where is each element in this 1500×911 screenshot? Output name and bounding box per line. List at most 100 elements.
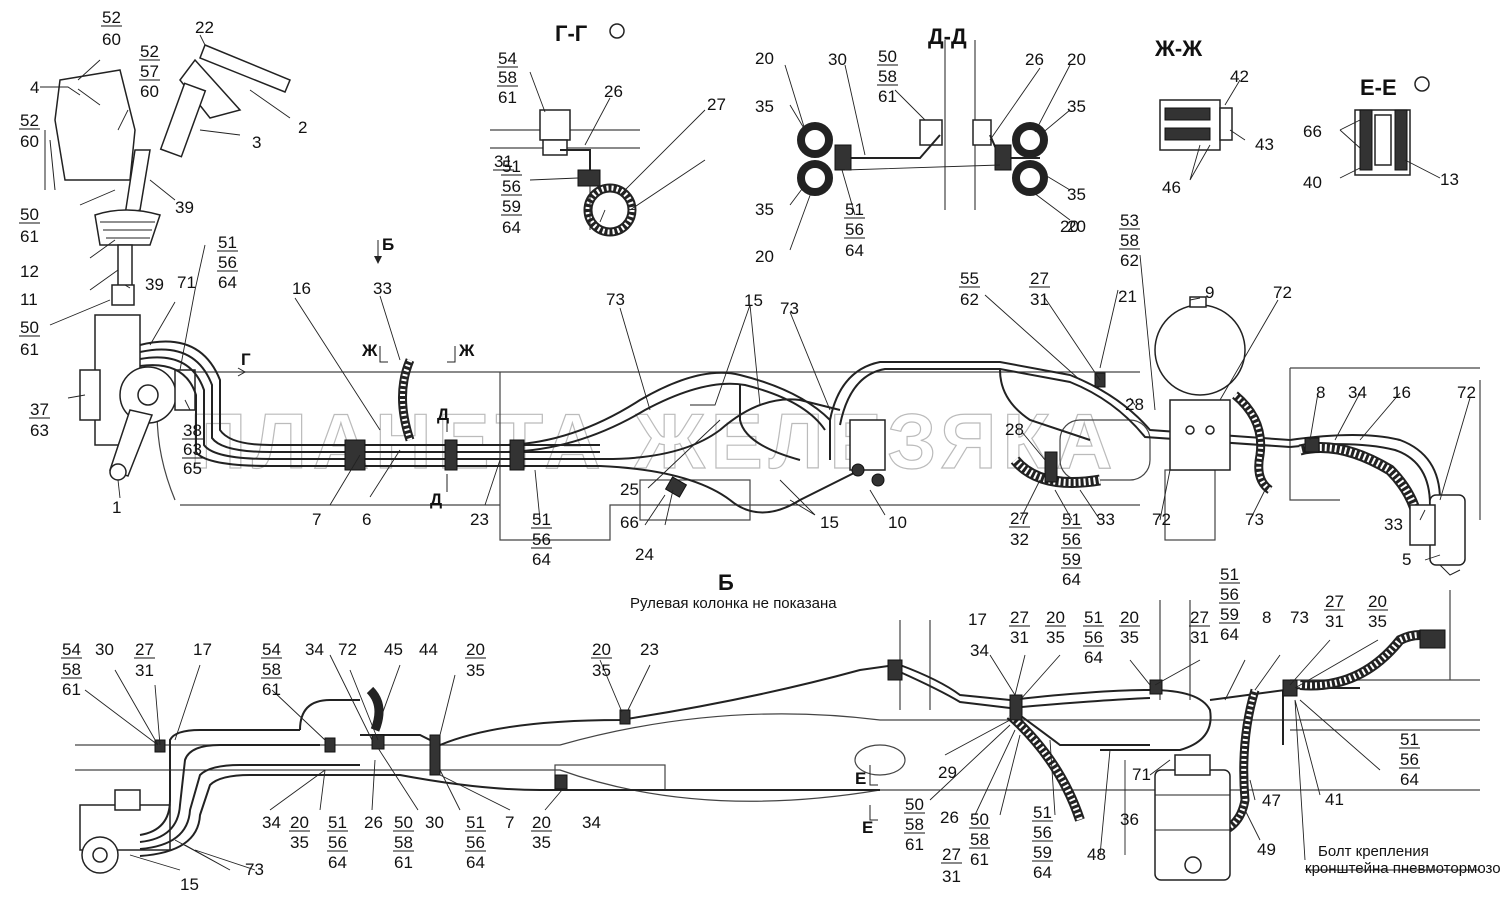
cut-mark-zh-right: Ж	[458, 341, 475, 360]
callout-20-126: 20	[290, 813, 309, 832]
callout-35-141: 35	[532, 833, 551, 852]
callout-27-48: 27	[1030, 269, 1049, 288]
callout-61-14: 61	[20, 227, 39, 246]
callout-50-173: 50	[970, 810, 989, 829]
callout-73-34: 73	[606, 290, 625, 309]
callout-56-39: 56	[532, 530, 551, 549]
callout-51-79: 51	[502, 157, 521, 176]
callout-47-186: 47	[1262, 791, 1281, 810]
main-hoses	[139, 340, 1441, 514]
callout-52-4: 52	[140, 42, 159, 61]
callout-13-105: 13	[1440, 170, 1459, 189]
callout-21-50: 21	[1118, 287, 1137, 306]
bolt-caption-line2: кронштейна пневмотормозов	[1305, 860, 1500, 877]
callout-59-160: 59	[1220, 605, 1239, 624]
callout-60-11: 60	[20, 132, 39, 151]
callout-26-131: 26	[364, 813, 383, 832]
callout-64-63: 64	[1062, 570, 1081, 589]
callout-26-88: 26	[1025, 50, 1044, 69]
callout-20-166: 20	[1368, 592, 1387, 611]
callout-72-65: 72	[1152, 510, 1171, 529]
callout-65-28: 65	[183, 459, 202, 478]
callout-23-124: 23	[640, 640, 659, 659]
callout-51-21: 51	[218, 233, 237, 252]
callout-7-139: 7	[505, 813, 514, 832]
callout-58-107: 58	[62, 660, 81, 679]
callout-35-155: 35	[1120, 628, 1139, 647]
callout-41-187: 41	[1325, 790, 1344, 809]
callout-35-91: 35	[1067, 97, 1086, 116]
callout-16-30: 16	[292, 279, 311, 298]
callout-33-64: 33	[1096, 510, 1115, 529]
callout-50-85: 50	[878, 47, 897, 66]
callout-72-70: 72	[1457, 383, 1476, 402]
callout-44-119: 44	[419, 640, 438, 659]
callout-35-92: 35	[755, 200, 774, 219]
cut-mark-zh-left: Ж	[361, 341, 378, 360]
callout-35-90: 35	[755, 97, 774, 116]
callout-34-125: 34	[262, 813, 281, 832]
steering-gear	[79, 314, 196, 481]
callout-35-121: 35	[466, 661, 485, 680]
callout-51-158: 51	[1220, 565, 1239, 584]
leader-lines-main	[40, 34, 1471, 561]
callout-50-169: 50	[905, 795, 924, 814]
callout-43-101: 43	[1255, 135, 1274, 154]
callout-51-136: 51	[466, 813, 485, 832]
callout-64-161: 64	[1220, 625, 1239, 644]
callout-56-61: 56	[1062, 530, 1081, 549]
callout-16-69: 16	[1392, 383, 1411, 402]
section-zhzh-drawing	[1159, 79, 1246, 181]
callout-58-86: 58	[878, 67, 897, 86]
callout-27-176: 27	[942, 845, 961, 864]
cut-marks-main	[237, 240, 456, 492]
callout-28-57: 28	[1005, 420, 1024, 439]
callout-56-152: 56	[1084, 628, 1103, 647]
cut-marks-view-b	[869, 765, 878, 821]
callout-51-178: 51	[1033, 803, 1052, 822]
callout-46-102: 46	[1162, 178, 1181, 197]
callout-54-113: 54	[262, 640, 281, 659]
callout-54-106: 54	[62, 640, 81, 659]
callout-20-149: 20	[1046, 608, 1065, 627]
view-b-title: Б	[718, 570, 734, 595]
callout-17-112: 17	[193, 640, 212, 659]
callout-60-2: 60	[102, 30, 121, 49]
callout-31-148: 31	[1010, 628, 1029, 647]
callout-1-29: 1	[112, 498, 121, 517]
callout-20-89: 20	[1067, 50, 1086, 69]
callout-58-52: 58	[1120, 231, 1139, 250]
callout-49-185: 49	[1257, 840, 1276, 859]
callout-22-7: 22	[195, 18, 214, 37]
callout-53-51: 53	[1120, 211, 1139, 230]
callout-64-153: 64	[1084, 648, 1103, 667]
callout-23-37: 23	[470, 510, 489, 529]
view-b-caption: Рулевая колонка не показана	[630, 595, 837, 612]
callout-51-128: 51	[328, 813, 347, 832]
callout-9-54: 9	[1205, 283, 1214, 302]
callout-61-115: 61	[262, 680, 281, 699]
valve-10	[849, 419, 886, 487]
callout-11-16: 11	[20, 290, 38, 309]
callout-56-179: 56	[1033, 823, 1052, 842]
callout-59-180: 59	[1033, 843, 1052, 862]
callout-59-81: 59	[502, 197, 521, 216]
callout-25-41: 25	[620, 480, 639, 499]
callout-20-154: 20	[1120, 608, 1139, 627]
callout-72-117: 72	[338, 640, 357, 659]
steering-column	[44, 44, 291, 306]
callout-58-114: 58	[262, 660, 281, 679]
callout-34-68: 34	[1348, 383, 1367, 402]
callout-71-184: 71	[1132, 765, 1151, 784]
callout-30-135: 30	[425, 813, 444, 832]
section-gg-circle-icon	[609, 23, 625, 39]
callout-2-8: 2	[298, 118, 307, 137]
callout-64-130: 64	[328, 853, 347, 872]
callout-50-13: 50	[20, 205, 39, 224]
callout-61-75: 61	[498, 88, 517, 107]
callout-26-172: 26	[940, 808, 959, 827]
callout-27-110: 27	[135, 640, 154, 659]
callout-56-129: 56	[328, 833, 347, 852]
callout-36-183: 36	[1120, 810, 1139, 829]
